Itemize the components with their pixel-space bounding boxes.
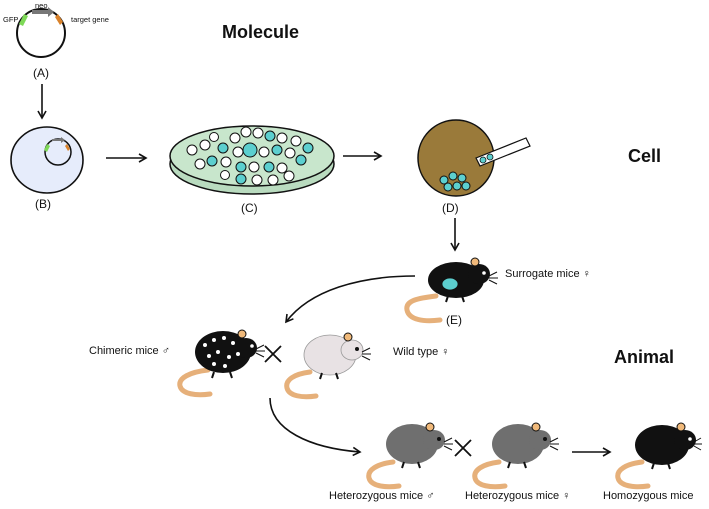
cross-symbol — [264, 345, 282, 363]
colony-picking-dish — [417, 119, 531, 197]
heterozygous-male-label: Heterozygous mice ♂ — [329, 490, 435, 502]
plasmid-neo-label: neo — [35, 1, 48, 10]
arrow-to-heterozygous — [269, 397, 362, 457]
heterozygous-male-mouse — [366, 422, 453, 490]
cross-symbol-2 — [454, 439, 472, 457]
heterozygous-female-label: Heterozygous mice ♀ — [465, 490, 571, 502]
stage-title-molecule: Molecule — [222, 22, 300, 42]
homozygous-mouse — [615, 422, 702, 490]
stage-title-cell: Cell — [628, 146, 662, 166]
plasmid-target-label: target gene — [71, 15, 109, 24]
homozygous-mice-label: Homozygous mice — [603, 490, 694, 502]
surrogate-mouse — [404, 257, 498, 324]
chimeric-mouse — [177, 329, 265, 398]
step-d-label: (D) — [442, 201, 459, 215]
wild-type-mouse — [284, 332, 371, 400]
chimeric-mice-label: Chimeric mice ♂ — [89, 345, 170, 357]
plasmid-gfp-label: GFP — [3, 15, 19, 24]
step-b-label: (B) — [35, 197, 51, 211]
cell-with-plasmid — [10, 126, 84, 194]
stage-title-animal: Animal — [614, 347, 675, 367]
arrow-e-to-chimeric — [285, 275, 416, 324]
plasmid-icon — [16, 7, 66, 58]
petri-dish-colonies — [169, 125, 335, 195]
surrogate-mice-label: Surrogate mice ♀ — [505, 268, 591, 280]
heterozygous-female-mouse — [472, 422, 559, 490]
wild-type-label: Wild type ♀ — [393, 346, 450, 358]
step-a-label: (A) — [33, 66, 49, 80]
step-c-label: (C) — [241, 201, 258, 215]
step-e-label: (E) — [446, 313, 462, 327]
